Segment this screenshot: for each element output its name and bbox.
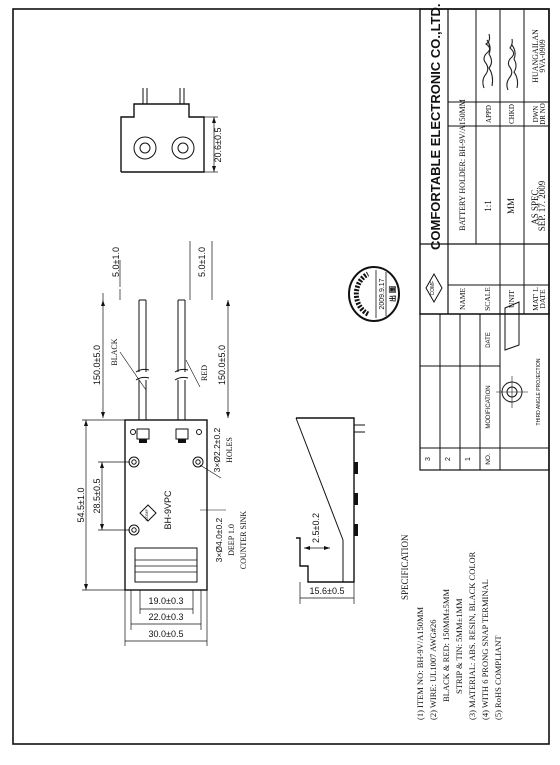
title-block: COMF COMFORTABLE ELECTRONIC CO.,LTD. NAM… [419, 4, 550, 315]
dwn-label: DWN [532, 106, 540, 123]
company-name: COMFORTABLE ELECTRONIC CO.,LTD. [428, 4, 443, 251]
revision-no-label: NO. [485, 453, 492, 465]
black-wire-label: BLACK [110, 338, 119, 365]
part-logo: COMF [139, 504, 157, 522]
logo-text: COMF [430, 281, 436, 296]
projection-label: THIRD ANGLE PROJECTION [536, 358, 542, 425]
black-wire [135, 299, 150, 420]
material-value: AS SPEC. [530, 187, 540, 225]
red-wire-label: RED [200, 365, 209, 381]
scale-label: SCALE [483, 287, 492, 311]
company-logo: COMF [425, 272, 443, 304]
model-label: BH-9VPC [163, 490, 173, 530]
spec-line-7: (5) RoHS COMPLIANT [493, 635, 503, 720]
revision-date-label: DATE [486, 332, 492, 348]
revision-row-3: 3 [425, 457, 432, 461]
dim-5-0-b: 5.0±1.0 [197, 247, 207, 277]
dim-countersink-note: COUNTER SINK [239, 511, 248, 570]
spec-line-4: STRIP & TIN: 5MM±1MM [454, 598, 464, 694]
approval-stamp: 2009.9.17 出 圖 [348, 266, 400, 322]
dim-2-5: 2.5±0.2 [311, 513, 321, 543]
revision-row-2: 2 [445, 457, 452, 461]
drno-label: DR NO [539, 103, 547, 125]
dim-5-0-a: 5.0±1.0 [111, 247, 121, 277]
dim-30: 30.0±0.5 [149, 629, 184, 639]
spec-line-3: BLACK & RED: 150MM±5MM [441, 589, 451, 702]
unit-label: UNIT [507, 290, 516, 308]
date-label: DATE [538, 289, 547, 309]
dim-hole: 3×Ø2.2±0.2 [212, 427, 222, 472]
name-value: BATTERY HOLDER: BH-9V/A150MM [458, 99, 467, 231]
revision-row-1: 1 [465, 457, 472, 461]
unit-value: MM [506, 198, 516, 214]
dim-150-b: 150.0±5.0 [217, 345, 227, 385]
holder-body [124, 419, 208, 591]
spec-line-5: (3) MATERIAL: ABS. RESIN, BLACK COLOR [467, 551, 477, 720]
stamp-date: 2009.9.17 [379, 278, 386, 309]
main-view: 5.0±1.0 5.0±1.0 150.0±5.0 150.0±5.0 BLAC… [76, 241, 248, 646]
dim-15-6: 15.6±0.5 [310, 586, 345, 596]
appd-label: APPD [485, 105, 493, 123]
revision-table: 3 2 1 NO. MODIFICATION DATE THIRD ANGLE … [419, 301, 550, 471]
revision-modification-label: MODIFICATION [486, 385, 492, 428]
spec-line-1: (1) ITEM NO: BH-9V/A150MM [415, 606, 425, 720]
material-label: MAT' L [531, 287, 540, 311]
dim-countersink: 3×Ø4.0±0.2 [214, 517, 224, 562]
spec-line-2: (2) WIRE: UL1007 AWG#26 [428, 620, 438, 720]
red-wire [174, 299, 189, 420]
projection-symbol [496, 301, 528, 408]
dim-22: 22.0±0.3 [149, 612, 184, 622]
scale-value: 1:1 [483, 200, 493, 212]
dim-19: 19.0±0.3 [149, 596, 184, 606]
dim-54-5: 54.5±1.0 [76, 488, 86, 523]
dim-28-5: 28.5±0.5 [92, 479, 102, 514]
side-view: 2.5±0.2 15.6±0.5 [295, 417, 365, 604]
specification: SPECIFICATION (1) ITEM NO: BH-9V/A150MM … [400, 534, 503, 720]
dwn-value: HUANGAILAN [531, 29, 540, 83]
dim-countersink-deep: DEEP 1.0 [227, 524, 236, 556]
dim-20-6: 20.6±0.5 [213, 128, 223, 163]
part-logo-text: COMF [144, 509, 149, 521]
date-value: SEP. 17. 2009 [537, 180, 547, 231]
appd-signature [482, 33, 494, 89]
spec-line-6: (4) WITH 6 PRONG SNAP TERMINAL [480, 579, 490, 720]
dim-hole-note: HOLES [225, 437, 234, 463]
stamp-mark: 出 圖 [388, 286, 397, 302]
spec-heading: SPECIFICATION [400, 534, 410, 600]
chkd-signature [506, 38, 519, 91]
drno-value: 9VA-0909 [538, 39, 547, 72]
name-label: NAME [458, 288, 467, 311]
terminal-top-view: 20.6±0.5 [120, 88, 223, 173]
chkd-label: CHKD [508, 104, 516, 124]
dim-150-a: 150.0±5.0 [92, 345, 102, 385]
